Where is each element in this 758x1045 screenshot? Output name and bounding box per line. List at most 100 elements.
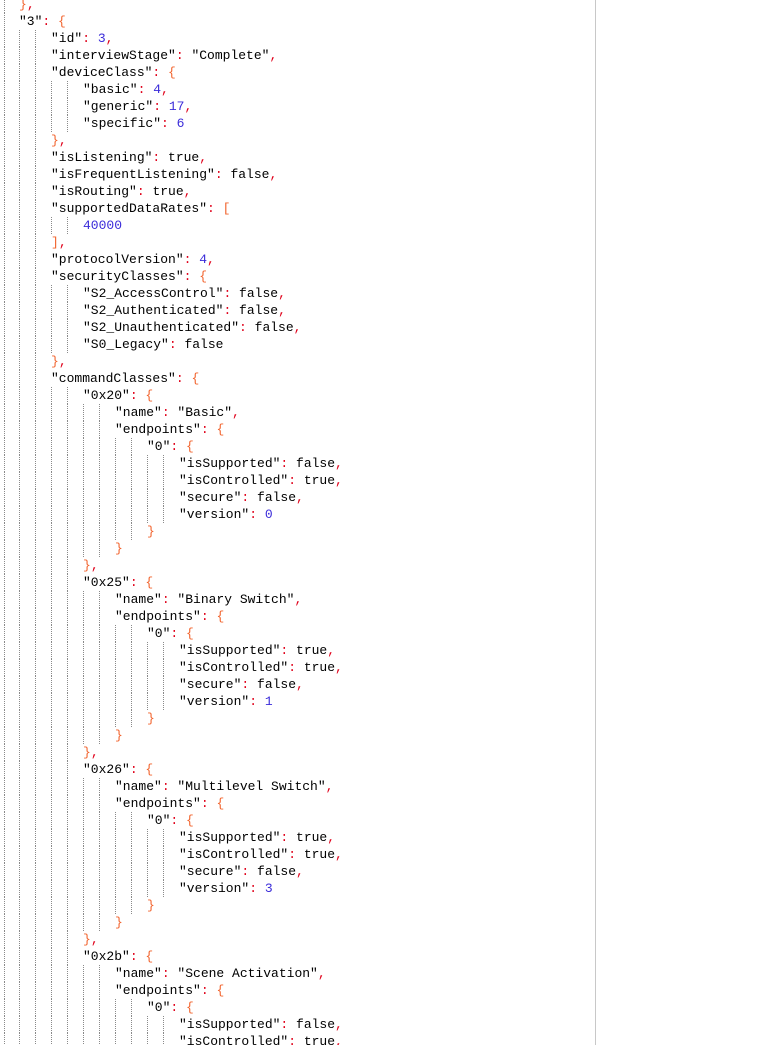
collapsible-node[interactable]: "endpoints": { xyxy=(115,982,224,999)
comma: , xyxy=(269,167,278,182)
collapsible-node[interactable]: "endpoints": { xyxy=(115,608,224,625)
collapsible-node[interactable]: "endpoints": { xyxy=(115,795,224,812)
indent-guide xyxy=(115,642,116,659)
indent-guide xyxy=(35,30,36,47)
collapsible-node[interactable]: "commandClasses": { xyxy=(51,370,199,387)
indent-guide xyxy=(51,914,52,931)
indent-guide xyxy=(67,319,68,336)
indent-guide xyxy=(19,183,20,200)
json-key: "S2_AccessControl" xyxy=(83,286,224,301)
indent-guide xyxy=(115,693,116,710)
indent-guide xyxy=(19,285,20,302)
collapsible-node[interactable]: "0": { xyxy=(147,999,194,1016)
json-boolean: true xyxy=(296,830,328,845)
json-entry[interactable]: } xyxy=(147,710,155,727)
json-line: "isSupported": false, xyxy=(0,455,595,472)
indent-guide xyxy=(4,421,5,438)
json-entry[interactable]: } xyxy=(115,727,123,744)
indent-guide xyxy=(35,268,36,285)
json-key: "generic" xyxy=(83,99,154,114)
indent-guide xyxy=(83,540,84,557)
indent-guide xyxy=(131,455,132,472)
indent-guide xyxy=(99,965,100,982)
json-entry[interactable]: } xyxy=(115,540,123,557)
indent-guide xyxy=(4,965,5,982)
comma: , xyxy=(327,643,336,658)
json-line: }, xyxy=(0,931,595,948)
collapsible-node[interactable]: "0x25": { xyxy=(83,574,153,591)
colon: : xyxy=(175,48,192,63)
json-key: "0x20" xyxy=(83,388,130,403)
indent-guide xyxy=(51,319,52,336)
json-line: "0x26": { xyxy=(0,761,595,778)
indent-guide xyxy=(67,829,68,846)
indent-guide xyxy=(67,302,68,319)
collapsible-node[interactable]: "endpoints": { xyxy=(115,421,224,438)
json-entry[interactable]: }, xyxy=(51,132,67,149)
indent-guide xyxy=(19,47,20,64)
collapsible-node[interactable]: "0": { xyxy=(147,625,194,642)
indent-guide xyxy=(51,880,52,897)
json-entry[interactable]: } xyxy=(115,914,123,931)
indent-guide xyxy=(51,931,52,948)
collapsible-node[interactable]: "supportedDataRates": [ xyxy=(51,200,230,217)
indent-guide xyxy=(19,710,20,727)
json-number: 1 xyxy=(264,694,273,709)
indent-guide xyxy=(19,200,20,217)
json-entry[interactable]: }, xyxy=(51,353,67,370)
json-entry[interactable]: }, xyxy=(83,557,99,574)
indent-guide xyxy=(99,608,100,625)
json-key: "supportedDataRates" xyxy=(51,201,208,216)
json-entry[interactable]: }, xyxy=(83,744,99,761)
colon: : xyxy=(280,830,297,845)
indent-guide xyxy=(35,455,36,472)
indent-guide xyxy=(4,812,5,829)
indent-guide xyxy=(131,710,132,727)
json-entry[interactable]: ], xyxy=(51,234,67,251)
indent-guide xyxy=(51,438,52,455)
indent-guide xyxy=(67,608,68,625)
json-key: "0x2b" xyxy=(83,949,130,964)
json-entry[interactable]: } xyxy=(147,897,155,914)
indent-guide xyxy=(4,999,5,1016)
indent-guide xyxy=(67,1033,68,1045)
collapsible-node[interactable]: "0x2b": { xyxy=(83,948,153,965)
indent-guide xyxy=(4,47,5,64)
indent-guide xyxy=(51,285,52,302)
comma: , xyxy=(58,235,67,250)
collapsible-node[interactable]: "0x20": { xyxy=(83,387,153,404)
json-key: "name" xyxy=(115,592,162,607)
open-bracket: { xyxy=(145,575,154,590)
indent-guide xyxy=(147,455,148,472)
json-line: "name": "Scene Activation", xyxy=(0,965,595,982)
json-boolean: false xyxy=(296,456,336,471)
json-line: } xyxy=(0,540,595,557)
indent-guide xyxy=(19,489,20,506)
collapsible-node[interactable]: "0x26": { xyxy=(83,761,153,778)
indent-guide xyxy=(51,506,52,523)
indent-guide xyxy=(67,744,68,761)
indent-guide xyxy=(131,897,132,914)
indent-guide xyxy=(131,1016,132,1033)
indent-guide xyxy=(19,557,20,574)
json-line: "S0_Legacy": false xyxy=(0,336,595,353)
collapsible-node[interactable]: "securityClasses": { xyxy=(51,268,207,285)
json-entry[interactable]: } xyxy=(147,523,155,540)
collapsible-node[interactable]: "deviceClass": { xyxy=(51,64,176,81)
comma: , xyxy=(335,473,343,488)
indent-guide xyxy=(51,608,52,625)
json-entry[interactable]: }, xyxy=(19,0,35,13)
indent-guide xyxy=(19,795,20,812)
indent-guide xyxy=(99,846,100,863)
json-entry[interactable]: }, xyxy=(83,931,99,948)
colon: : xyxy=(239,320,255,335)
collapsible-node[interactable]: "3": { xyxy=(19,13,66,30)
open-bracket: { xyxy=(216,609,225,624)
indent-guide xyxy=(35,693,36,710)
collapsible-node[interactable]: "0": { xyxy=(147,438,194,455)
indent-guide xyxy=(51,591,52,608)
json-boolean: true xyxy=(168,150,200,165)
collapsible-node[interactable]: "0": { xyxy=(147,812,194,829)
json-entry: "isSupported": true, xyxy=(179,642,335,659)
indent-guide xyxy=(19,149,20,166)
